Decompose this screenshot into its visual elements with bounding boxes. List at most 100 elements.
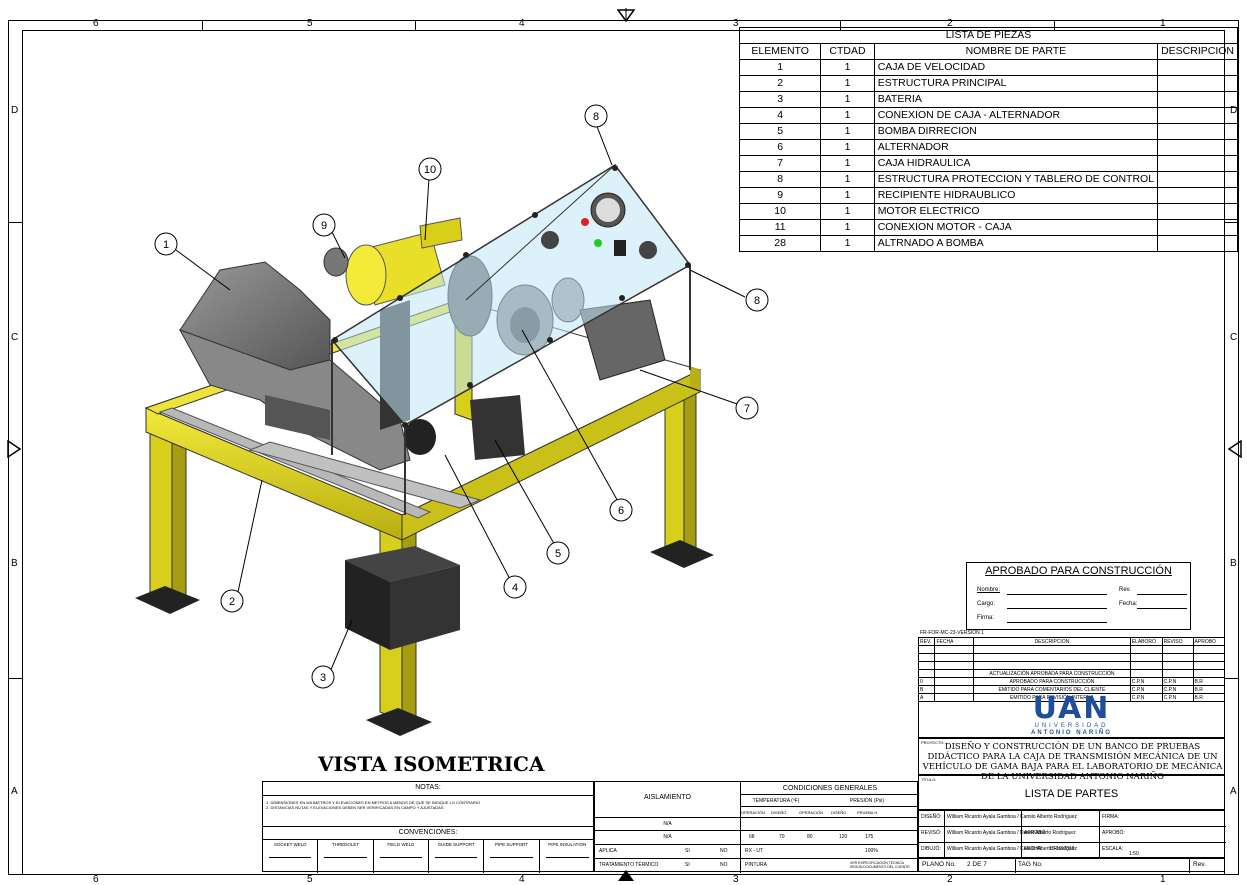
- parts-nombre: CAJA HIDRAULICA: [873, 155, 1159, 172]
- parts-elemento: 1: [738, 59, 822, 76]
- parts-ctdad: 1: [820, 235, 875, 252]
- line: [1007, 622, 1107, 623]
- conditions-title: CONDICIONES GENERALES: [782, 785, 878, 792]
- revision-cell: [934, 645, 975, 654]
- condition-value: 70: [779, 834, 785, 840]
- line: [1007, 608, 1107, 609]
- notes-title: NOTAS:: [415, 784, 441, 791]
- university-logo-sub1: UNIVERSIDAD: [1034, 723, 1109, 729]
- condition-sub-label: DISEÑO: [771, 810, 787, 815]
- aplica-label: APLICA: [599, 848, 617, 854]
- parts-header-elemento: ELEMENTO: [738, 43, 822, 60]
- aplica-no: NO: [720, 862, 728, 868]
- parts-descripcion: [1157, 219, 1238, 236]
- zone-row-label: B: [11, 558, 18, 569]
- parts-header-nombre: NOMBRE DE PARTE: [873, 43, 1159, 60]
- revision-cell: [1129, 669, 1163, 678]
- convention-label: THREDOLET: [331, 842, 360, 847]
- logo-box: UAN UNIVERSIDAD ANTONIO NARIÑO: [918, 693, 1225, 738]
- signatures-box: DISEÑÓ: William Ricardo Ayala Gamboa / C…: [918, 810, 1226, 859]
- parts-elemento: 28: [738, 235, 822, 252]
- insulation-title: AISLAMIENTO: [644, 794, 691, 801]
- pintura-label: PINTURA: [745, 862, 767, 868]
- parts-ctdad: 1: [820, 219, 875, 236]
- center-mark-bottom-icon: [618, 870, 634, 881]
- sign-names: William Ricardo Ayala Gamboa / Camilo Al…: [947, 814, 1077, 820]
- revision-cell: [934, 677, 975, 686]
- zone-tick: [1054, 20, 1055, 30]
- line: [595, 830, 919, 831]
- conditions-box: AISLAMIENTO N/A N/A CONDICIONES GENERALE…: [594, 781, 919, 873]
- parts-ctdad: 1: [820, 171, 875, 188]
- convention-item: THREDOLET: [318, 839, 374, 873]
- revision-cell: [917, 645, 936, 654]
- note-line: 2. DISTANCIAS NUTAS Y ELEVACIONES DEBEN …: [266, 805, 444, 810]
- revision-cell: [917, 669, 936, 678]
- revision-cell: [973, 645, 1131, 654]
- line: [944, 811, 945, 859]
- parts-descripcion: [1157, 187, 1238, 204]
- parts-header-ctdad: CTDAD: [820, 43, 875, 60]
- conditions-note: VER ESPECIFICACIÓN TÉCNICA SEGÚN DOCUMEN…: [850, 861, 910, 869]
- convention-item: FIELD WELD: [374, 839, 429, 873]
- parts-descripcion: [1157, 107, 1238, 124]
- revision-cell: C.P.N: [1161, 677, 1194, 686]
- revision-cell: APROBO: [1192, 637, 1226, 646]
- revision-cell: [1192, 669, 1226, 678]
- plan-title: LISTA DE PARTES: [1024, 788, 1119, 800]
- rx-label: RX - UT: [745, 848, 764, 854]
- parts-elemento: 2: [738, 75, 822, 92]
- convention-item: PIPE INSULATION: [540, 839, 595, 873]
- revision-cell: [1129, 653, 1163, 662]
- parts-descripcion: [1157, 235, 1238, 252]
- line: [1099, 811, 1100, 859]
- approval-box: APROBADO PARA CONSTRUCCIÓN Nombre: Rev. …: [966, 562, 1191, 630]
- view-title: VISTA ISOMETRICA: [318, 752, 545, 776]
- convention-symbol-icon: [490, 857, 533, 858]
- approval-rev: Rev.: [1119, 587, 1131, 593]
- zone-tick: [1225, 678, 1239, 679]
- revision-cell: [934, 669, 975, 678]
- line: [263, 795, 595, 796]
- parts-nombre: MOTOR ELECTRICO: [873, 203, 1159, 220]
- revision-cell: ACTUALIZACIÓN APROBADA PARA CONSTRUCCIÓN: [973, 669, 1131, 678]
- convention-label: GUIDE SUPPORT: [437, 842, 475, 847]
- zone-col-label: 3: [733, 18, 739, 29]
- parts-descripcion: [1157, 203, 1238, 220]
- tag-label: TAG No.: [1018, 861, 1043, 868]
- revision-cell: [1192, 645, 1226, 654]
- parts-nombre: BOMBA DIRRECION: [873, 123, 1159, 140]
- condition-value: 120: [839, 834, 848, 840]
- zone-row-label: C: [1230, 332, 1238, 343]
- parts-ctdad: 1: [820, 107, 875, 124]
- zone-col-label: 2: [947, 874, 953, 885]
- convention-label: PIPE SUPPORT: [494, 842, 529, 847]
- plan-number-box: PLANO No. 2 DE 7 TAG No. Rev.: [918, 858, 1225, 873]
- zone-col-label: 5: [307, 18, 313, 29]
- university-logo-sub2: ANTONIO NARIÑO: [1031, 730, 1112, 736]
- revision-cell: [934, 661, 975, 670]
- side-label: ESCALA:: [1102, 846, 1124, 852]
- project-label: PROYECTO:: [921, 740, 945, 745]
- condition-value: 80: [807, 834, 813, 840]
- parts-descripcion: [1157, 155, 1238, 172]
- zone-col-label: 6: [93, 874, 99, 885]
- parts-nombre: ESTRUCTURA PRINCIPAL: [873, 75, 1159, 92]
- line: [595, 817, 919, 818]
- electric-motor: [323, 217, 463, 306]
- center-mark-left-icon: [7, 440, 22, 458]
- convention-item: PIPE SUPPORT: [484, 839, 540, 873]
- zone-col-label: 2: [947, 18, 953, 29]
- isometric-view-drawing: [135, 123, 746, 736]
- parts-nombre: ALTERNADOR: [873, 139, 1159, 156]
- zone-row-label: C: [11, 332, 19, 343]
- line: [595, 858, 919, 859]
- sign-role: DIBUJÓ:: [921, 846, 941, 852]
